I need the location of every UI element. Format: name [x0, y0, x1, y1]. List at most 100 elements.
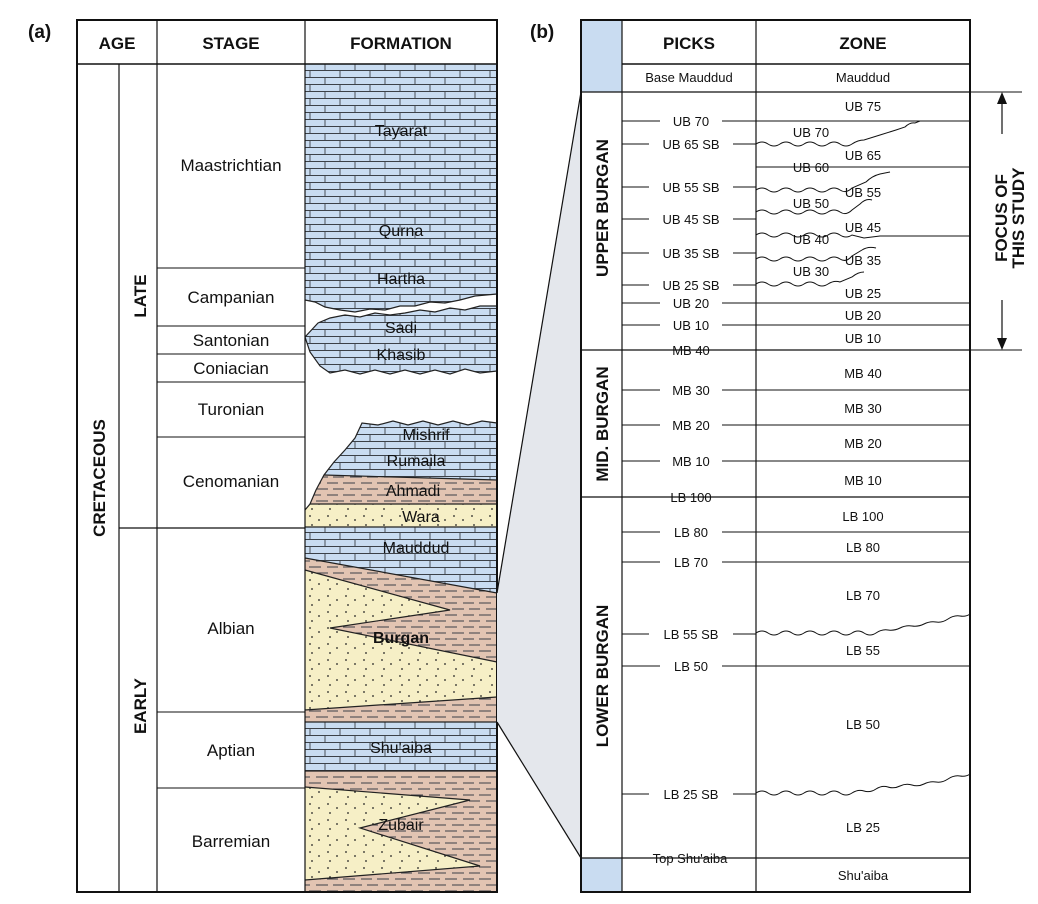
sand-zubair [305, 787, 480, 880]
zone-label: Shu'aiba [838, 868, 889, 883]
panel-a-grid [76, 19, 498, 893]
zone-label: LB 55 [846, 643, 880, 658]
pick-label: LB 55 SB [664, 627, 719, 642]
formation-rumaila: Rumaila [387, 453, 446, 470]
zone-label: UB 65 [845, 148, 881, 163]
group-upper-burgan: UPPER BURGAN [593, 139, 612, 277]
header-picks: PICKS [663, 34, 715, 53]
pick-label: MB 10 [672, 454, 710, 469]
pick-label: LB 25 SB [664, 787, 719, 802]
stage-maastrichtian: Maastrichtian [180, 156, 281, 175]
zones-column: Mauddud UB 75 UB 70 UB 65 UB 60 UB 55 UB… [793, 70, 890, 883]
formation-mauddud: Mauddud [383, 540, 450, 557]
header-age: AGE [99, 34, 136, 53]
zone-label: MB 20 [844, 436, 882, 451]
sand-wara [305, 504, 497, 527]
zone-label: UB 20 [845, 308, 881, 323]
formation-burgan: Burgan [373, 630, 429, 647]
stage-santonian: Santonian [193, 331, 270, 350]
pick-label: UB 35 SB [662, 246, 719, 261]
stage-albian: Albian [207, 619, 254, 638]
header-formation: FORMATION [350, 34, 452, 53]
pick-ticks [622, 120, 756, 859]
limestone-tayarat-qurna-hartha [305, 64, 497, 312]
pick-label: UB 55 SB [662, 180, 719, 195]
zoom-connector [497, 92, 581, 858]
pick-label: MB 40 [672, 343, 710, 358]
formation-zubair: Zubair [378, 817, 424, 834]
stage-turonian: Turonian [198, 400, 264, 419]
formation-wara: Wara [402, 509, 440, 526]
limestone-mauddud [305, 527, 497, 593]
group-cell-bottom [581, 858, 622, 892]
pick-label: Base Mauddud [645, 70, 732, 85]
zone-label: UB 45 [845, 220, 881, 235]
pick-label: MB 30 [672, 383, 710, 398]
pick-label: UB 65 SB [662, 137, 719, 152]
zone-label: UB 60 [793, 160, 829, 175]
picks-column: Base Mauddud UB 70 UB 65 SB UB 55 SB UB … [645, 70, 732, 866]
formation-qurna: Qurna [379, 223, 424, 240]
formation-tayarat: Tayarat [375, 123, 428, 140]
zone-label: Mauddud [836, 70, 890, 85]
stage-campanian: Campanian [188, 288, 275, 307]
zone-label: UB 35 [845, 253, 881, 268]
limestone-sadi-khasib [305, 306, 497, 374]
zone-label: UB 55 [845, 185, 881, 200]
zone-label: MB 10 [844, 473, 882, 488]
formation-mishrif: Mishrif [402, 427, 450, 444]
header-zone: ZONE [839, 34, 886, 53]
epoch-late: LATE [131, 274, 150, 317]
limestone-mishrif-rumaila [324, 421, 497, 480]
pick-label: LB 70 [674, 555, 708, 570]
pick-label: LB 80 [674, 525, 708, 540]
formation-hartha: Hartha [377, 271, 425, 288]
focus-bracket: FOCUS OF THIS STUDY [970, 91, 1028, 351]
pick-label: Top Shu'aiba [653, 851, 729, 866]
zone-label: LB 25 [846, 820, 880, 835]
pick-label: UB 70 [673, 114, 709, 129]
panel-a-label: (a) [28, 22, 51, 43]
zone-label: UB 30 [793, 264, 829, 279]
group-lower-burgan: LOWER BURGAN [593, 605, 612, 748]
zone-label: LB 100 [842, 509, 883, 524]
zone-label: UB 70 [793, 125, 829, 140]
stage-aptian: Aptian [207, 741, 255, 760]
pick-label: UB 10 [673, 318, 709, 333]
formation-sadi: Sadi [385, 320, 417, 337]
focus-label-line1: FOCUS OF [992, 174, 1011, 262]
header-stage: STAGE [202, 34, 259, 53]
pick-label: UB 25 SB [662, 278, 719, 293]
period-cretaceous: CRETACEOUS [90, 419, 109, 537]
zone-label: MB 30 [844, 401, 882, 416]
formation-khasib: Khasib [377, 347, 426, 364]
pick-label: UB 45 SB [662, 212, 719, 227]
formation-ahmadi: Ahmadi [386, 483, 440, 500]
pick-label: MB 20 [672, 418, 710, 433]
stage-coniacian: Coniacian [193, 359, 269, 378]
zone-label: LB 50 [846, 717, 880, 732]
panel-b-label: (b) [530, 22, 554, 43]
limestone-shuaiba [305, 722, 497, 771]
zone-label: LB 70 [846, 588, 880, 603]
pick-label: LB 100 [670, 490, 711, 505]
zone-label: LB 80 [846, 540, 880, 555]
zone-label: MB 40 [844, 366, 882, 381]
sand-burgan [305, 570, 497, 710]
shale-ahmadi [310, 475, 497, 504]
epoch-early: EARLY [131, 677, 150, 734]
zone-label: UB 25 [845, 286, 881, 301]
pick-label: UB 20 [673, 296, 709, 311]
zone-label: UB 10 [845, 331, 881, 346]
group-cell-top [581, 20, 622, 92]
stage-barremian: Barremian [192, 832, 270, 851]
stage-cenomanian: Cenomanian [183, 472, 279, 491]
group-mid-burgan: MID. BURGAN [593, 366, 612, 481]
zone-label: UB 75 [845, 99, 881, 114]
zone-label: UB 40 [793, 232, 829, 247]
focus-label-line2: THIS STUDY [1009, 167, 1028, 269]
formation-shuaiba: Shu'aiba [370, 740, 432, 757]
zone-label: UB 50 [793, 196, 829, 211]
pick-label: LB 50 [674, 659, 708, 674]
